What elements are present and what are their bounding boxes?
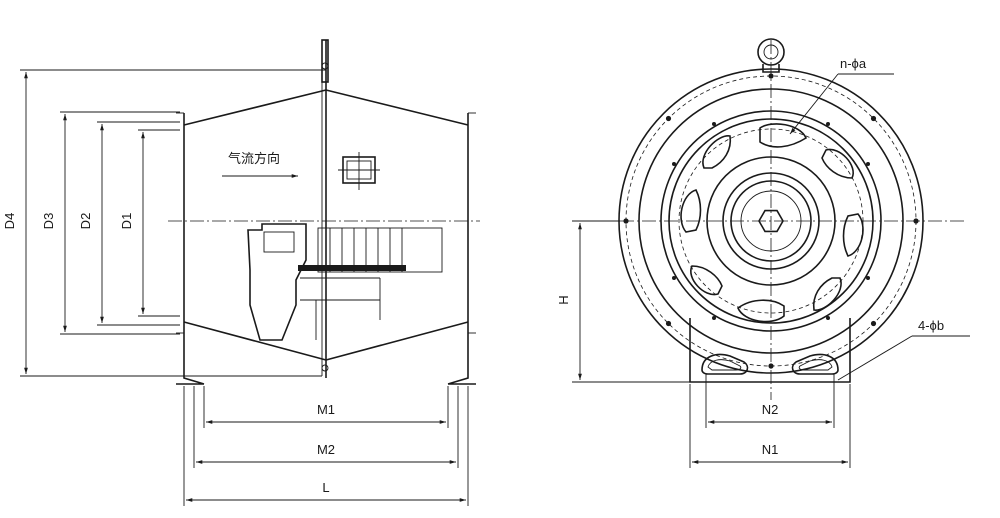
dim-n1: N1	[762, 442, 779, 457]
airflow-direction: 气流方向	[222, 151, 298, 178]
vertical-dimensions: D4 D3 D2 D1	[2, 69, 326, 377]
dim-h: H	[556, 295, 571, 304]
lifting-eye	[757, 38, 785, 73]
junction-box	[338, 152, 380, 190]
side-view: 气流方向 D4 D3 D2 D1	[2, 39, 480, 506]
dim-d4: D4	[2, 213, 17, 230]
impeller-hub	[706, 156, 836, 286]
fan-casing-side	[176, 39, 476, 378]
front-view: H N2 N1 n-ϕa 4-ϕb	[556, 38, 970, 468]
airflow-label: 气流方向	[228, 151, 280, 167]
motor-side	[247, 223, 443, 341]
height-dimension: H	[556, 220, 690, 383]
hole-callouts: n-ϕa 4-ϕb	[789, 56, 970, 381]
dim-d3: D3	[41, 213, 56, 230]
dim-m1: M1	[317, 402, 335, 417]
bolt-holes	[623, 73, 919, 369]
dim-l: L	[322, 480, 329, 495]
mounting-feet-side	[176, 333, 476, 385]
dim-n2: N2	[762, 402, 779, 417]
base-width-dimensions: N2 N1	[689, 374, 851, 468]
dim-m2: M2	[317, 442, 335, 457]
callout-base-holes: 4-ϕb	[918, 318, 944, 333]
dim-d2: D2	[78, 213, 93, 230]
base-pedestal	[689, 318, 851, 383]
callout-ring-holes: n-ϕa	[840, 56, 867, 71]
horizontal-dimensions-side: M1 M2 L	[183, 386, 469, 506]
dim-d1: D1	[119, 213, 134, 230]
impeller-blades	[680, 123, 864, 323]
